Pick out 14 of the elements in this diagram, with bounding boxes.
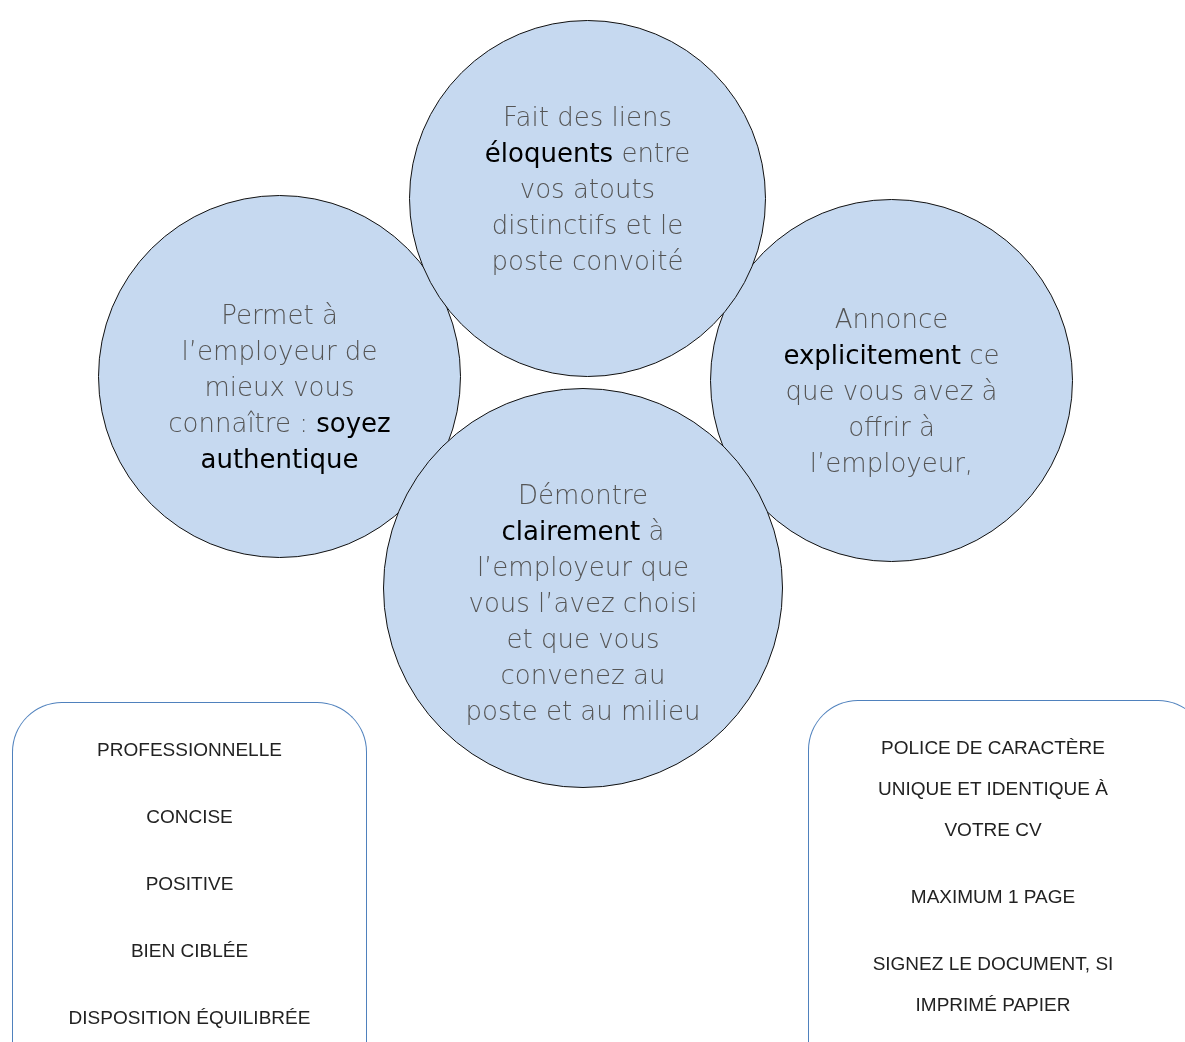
circle-text: Démontre clairement à l’employeur que vous l’avez choisi et que vous convenez au poste et au milieu (464, 479, 702, 728)
rounded-panel (808, 700, 1185, 1042)
guideline-text: PROFESSIONNELLE (97, 738, 282, 762)
guideline-text: BIEN CIBLÉE (130, 939, 249, 963)
circle-text: Annonce explicitement ce que vous avez à offrir à l’employeur, (782, 302, 1001, 480)
guideline-text: POSITIVE (145, 872, 234, 896)
rounded-panel (12, 702, 367, 1042)
guideline-text: SIGNEZ LE DOCUMENT, SI IMPRIMÉ PAPIER (871, 952, 1115, 1017)
guideline-text: MAXIMUM 1 PAGE (909, 885, 1077, 909)
circle-text: Fait des liens éloquents entre vos atouts distinctifs et le poste convoité (483, 100, 692, 278)
guideline-text: CONCISE (146, 805, 233, 829)
circle-text: Permet à l’employeur de mieux vous connaître : soyez authentique (167, 298, 392, 476)
guideline-text: DISPOSITION ÉQUILIBRÉE (68, 1006, 311, 1030)
guideline-text: POLICE DE CARACTÈRE UNIQUE ET IDENTIQUE À VOTRE CV (877, 736, 1109, 842)
